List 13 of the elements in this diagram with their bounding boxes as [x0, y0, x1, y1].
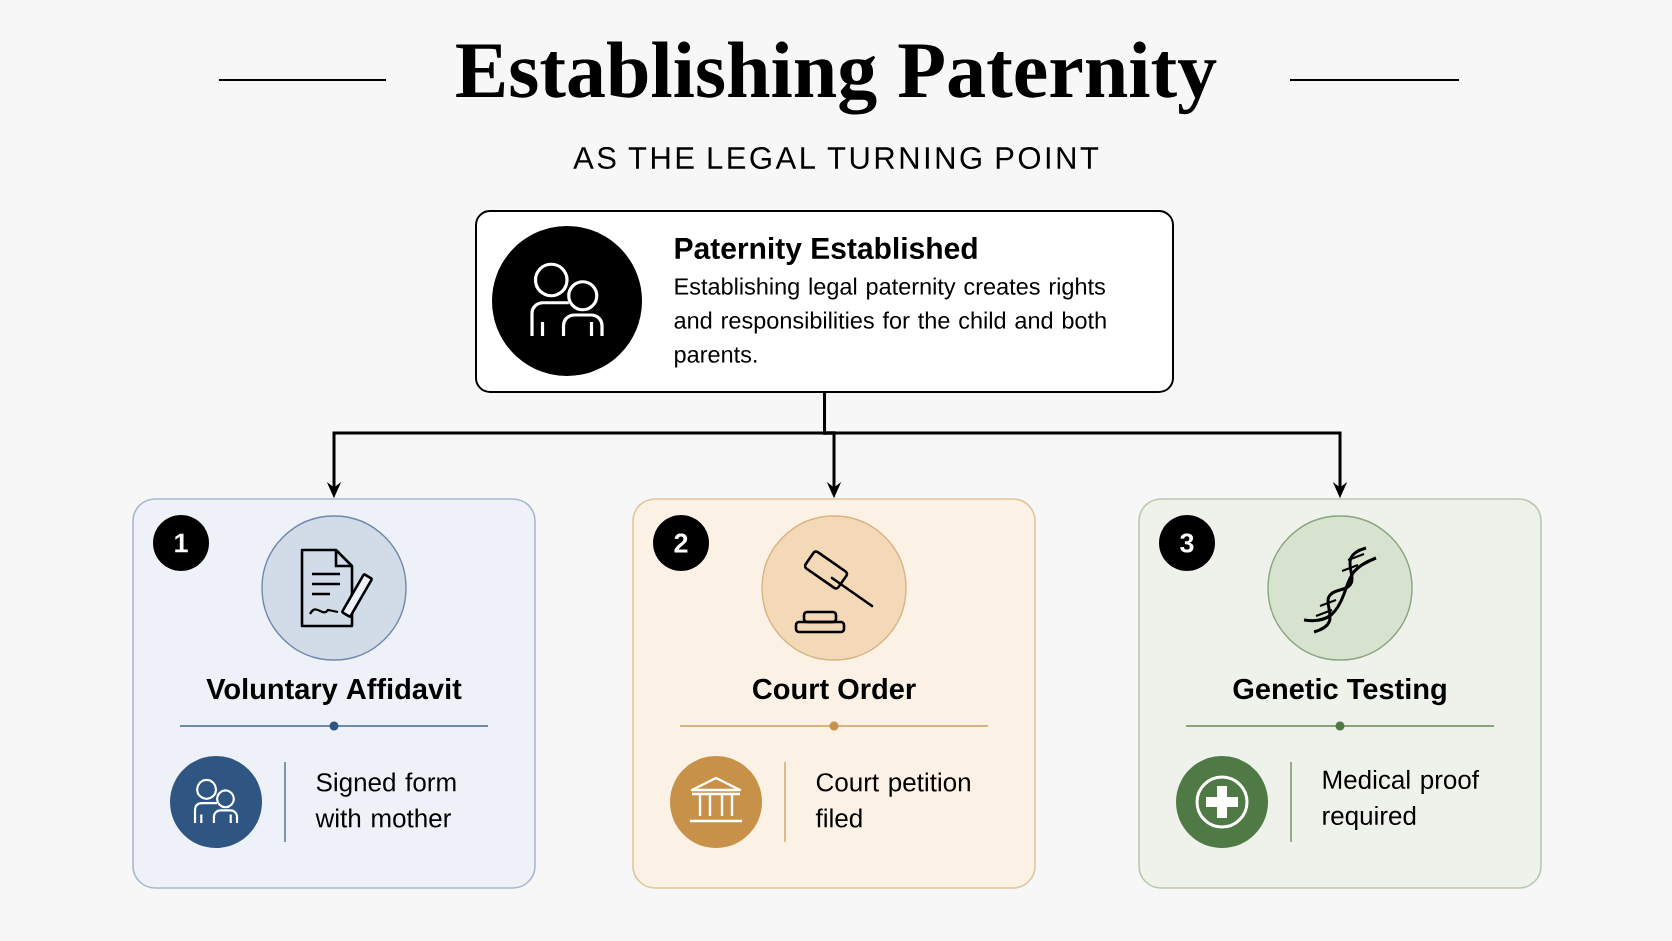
card-heading: Genetic Testing — [1233, 678, 1446, 706]
number-badge: 3 — [1159, 515, 1215, 571]
card-heading: Voluntary Affidavit — [206, 678, 462, 705]
card-heading: Court Order — [753, 678, 916, 700]
card-text: Medical proof required — [1323, 769, 1480, 831]
card-text: Signed form with mother — [315, 772, 456, 828]
subtitle: AS THE LEGAL TURNING POINT — [573, 147, 1099, 169]
number-badge: 2 — [653, 515, 709, 571]
title: Establishing Paternity — [456, 41, 1217, 115]
box-heading: Paternity Established — [675, 237, 977, 265]
box-text: Establishing legal paternity creates rights and responsibilities for the child and both parents. — [674, 277, 1106, 368]
number-badge: 1 — [153, 515, 209, 571]
card-text: Court petition filed — [815, 772, 970, 828]
